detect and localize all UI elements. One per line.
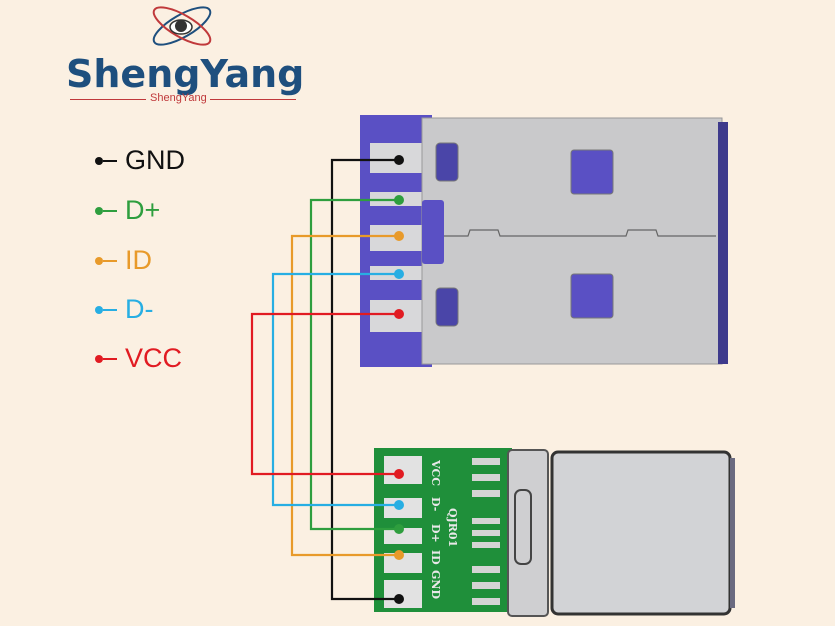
wire-id (290, 234, 399, 557)
logo-divider-right (210, 99, 296, 100)
brand-subtitle: ShengYang (150, 92, 207, 104)
endpoint-gnd-usb-a (394, 155, 404, 165)
type-c-board: VCC D- D+ ID GND QJR01 (374, 448, 735, 617)
silk-vcc: VCC (429, 459, 442, 486)
legend-id: ID (95, 245, 152, 276)
legend-dplus: D+ (95, 195, 160, 226)
endpoint-dminus-type-c (394, 500, 404, 510)
usb-a-seam (444, 229, 716, 237)
silk-dplus: D+ (429, 524, 442, 543)
legend-dot (95, 354, 103, 363)
silk-gnd: GND (429, 570, 442, 599)
pad-id (384, 553, 422, 573)
type-c-end (730, 458, 735, 608)
endpoint-id-usb-a (394, 231, 404, 241)
endpoint-vcc-type-c (394, 469, 404, 479)
legend-dot (95, 256, 103, 265)
legend-label: ID (125, 245, 152, 275)
legend-dot (95, 156, 103, 165)
wire-gnd (330, 158, 399, 601)
logo-divider-left (70, 99, 146, 100)
pcb-contacts (472, 458, 500, 605)
legend-line (103, 209, 117, 212)
legend-line (103, 308, 117, 311)
legend-dminus: D- (95, 294, 154, 325)
legend-dot (95, 305, 103, 314)
wire-dplus (309, 198, 399, 531)
type-c-clip (514, 489, 532, 565)
pad-vcc (384, 456, 422, 484)
legend-line (103, 357, 117, 360)
legend-label: GND (125, 145, 185, 175)
silk-id: ID (429, 550, 442, 565)
usb-a-back-edge (718, 122, 728, 364)
endpoint-dplus-type-c (394, 524, 404, 534)
legend-line (103, 159, 117, 162)
endpoint-dplus-usb-a (394, 195, 404, 205)
usb-a-slot (435, 142, 459, 182)
endpoint-gnd-type-c (394, 594, 404, 604)
wire-endpoints (394, 155, 404, 604)
wire-vcc (250, 312, 399, 476)
pcb-silkscreen: VCC D- D+ ID GND QJR01 (429, 459, 459, 599)
usb-a-window (570, 273, 614, 319)
endpoint-vcc-usb-a (394, 309, 404, 319)
legend-vcc: VCC (95, 343, 182, 374)
silk-dminus: D- (429, 497, 442, 511)
legend-line (103, 259, 117, 262)
pad-dplus (384, 528, 422, 544)
pad-gnd (384, 580, 422, 608)
usb-a-slot (435, 287, 459, 327)
legend-gnd: GND (95, 145, 185, 176)
usb-a-connector (360, 115, 728, 367)
wire-dminus (271, 272, 399, 507)
legend-label: D+ (125, 195, 161, 225)
usb-a-tab (422, 200, 444, 264)
legend-label: VCC (125, 343, 183, 373)
legend-label: D- (125, 294, 154, 324)
endpoint-id-type-c (394, 550, 404, 560)
legend-dot (95, 206, 103, 215)
silk-model: QJR01 (446, 508, 459, 547)
usb-a-window (570, 149, 614, 195)
endpoint-dminus-usb-a (394, 269, 404, 279)
brand-name: ShengYang (66, 52, 305, 96)
type-c-shell (550, 450, 732, 616)
wires (250, 158, 399, 601)
